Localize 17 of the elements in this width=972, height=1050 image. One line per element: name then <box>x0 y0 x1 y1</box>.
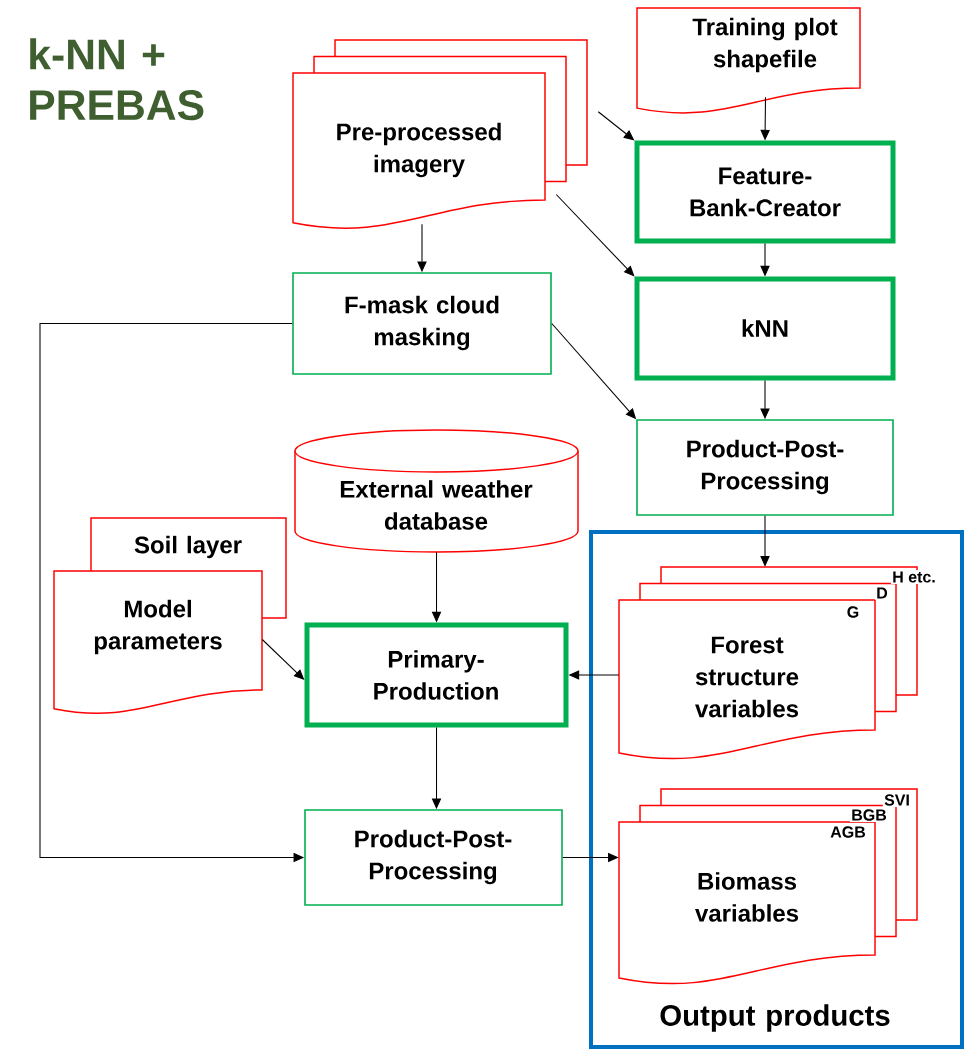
process-box: Product-Post-Processing <box>636 419 894 516</box>
arrow <box>261 638 305 680</box>
document-stack: SVI BGB AGB Biomass variables <box>618 788 918 985</box>
page-label: BGB <box>849 808 889 822</box>
page-label: H etc. <box>890 570 938 584</box>
process-box: Feature-Bank-Creator <box>634 140 896 244</box>
process-box: Primary-Production <box>304 622 569 728</box>
page-label: SVI <box>882 793 912 807</box>
process-box: Product-Post-Processing <box>304 809 563 906</box>
document-stack: Pre-processed imagery <box>292 39 588 229</box>
document-stack: H etc. D G Forest structure variables <box>618 566 938 760</box>
page-label: G <box>845 605 861 619</box>
process-box: F-mask cloud masking <box>292 272 552 375</box>
process-box: kNN <box>634 276 896 381</box>
database-cylinder: External weather database <box>294 429 579 553</box>
title: k-NN + PREBAS <box>30 38 204 121</box>
page-label: AGB <box>828 825 868 839</box>
